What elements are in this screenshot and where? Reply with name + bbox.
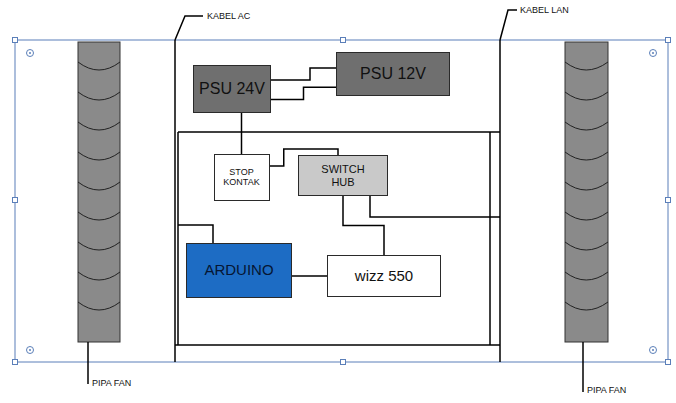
node-text: ARDUINO xyxy=(204,262,273,279)
node-text: SWITCH HUB xyxy=(314,163,372,187)
frame-handles xyxy=(13,38,671,365)
power-outlet: STOP KONTAK xyxy=(214,154,270,201)
part-label: PIPA FAN xyxy=(586,385,627,395)
panel-frame xyxy=(15,40,668,362)
frame-wires xyxy=(88,10,583,392)
power-supply: PSU 24V xyxy=(193,65,271,113)
mount-holes xyxy=(27,50,657,354)
wire-connector xyxy=(343,196,384,255)
node-text: PSU 24V xyxy=(199,80,265,98)
cable-label: KABEL AC xyxy=(206,11,251,21)
wire-connector xyxy=(241,113,242,154)
node-text: STOP KONTAK xyxy=(220,168,264,188)
wire-line xyxy=(343,196,384,255)
mount-hole-dots xyxy=(29,52,654,351)
cable-label: KABEL LAN xyxy=(519,5,570,15)
fan-pipe xyxy=(78,42,120,342)
wire-line xyxy=(292,275,327,277)
power-supply: PSU 12V xyxy=(336,52,450,96)
fan-pipe xyxy=(565,42,608,342)
node-text: PSU 12V xyxy=(360,65,426,83)
wire-connector xyxy=(292,276,327,277)
wire-line xyxy=(271,87,336,99)
wire-line xyxy=(241,113,243,154)
switch-hub: SWITCH HUB xyxy=(298,155,388,196)
network-module: wizz 550 xyxy=(327,255,441,297)
part-label: PIPA FAN xyxy=(91,378,132,388)
wire-connector xyxy=(271,87,336,99)
node-text: wizz 550 xyxy=(355,268,413,285)
controller-board: ARDUINO xyxy=(186,243,292,298)
